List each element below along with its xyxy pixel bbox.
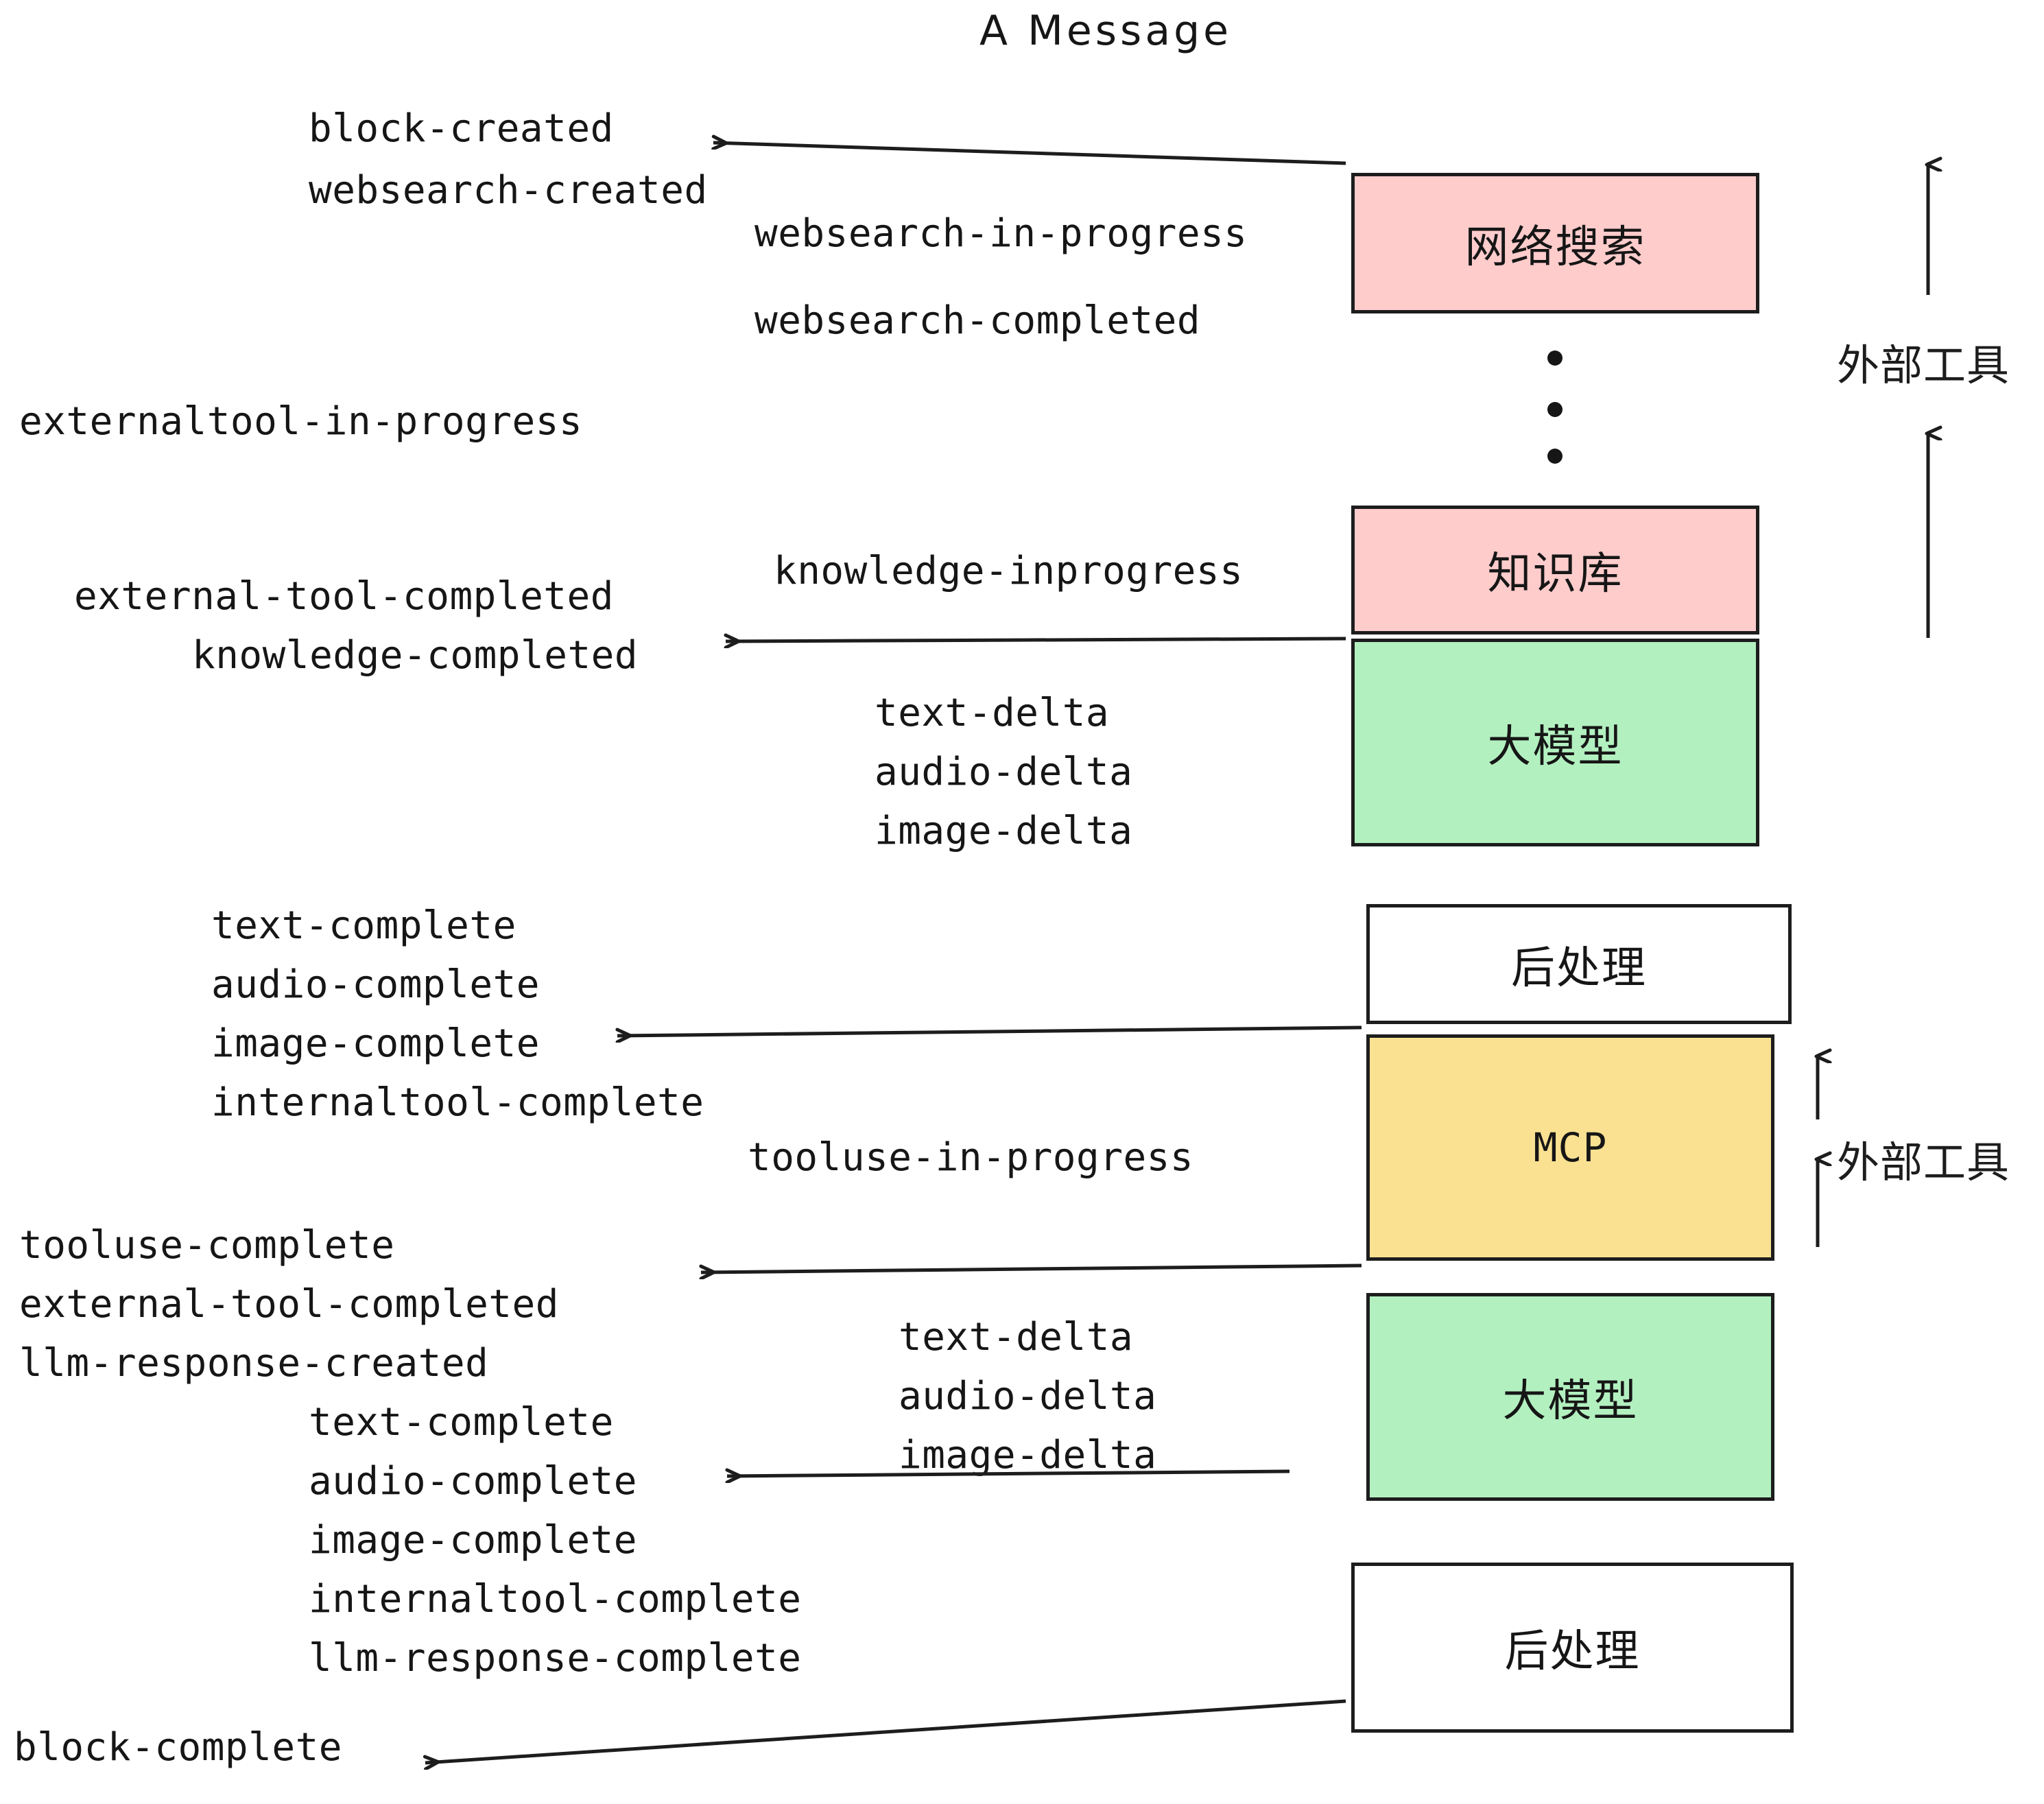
arrow-tooluse-complete: [701, 1263, 1362, 1272]
event-label-image-delta-1: image-delta: [875, 809, 1133, 853]
ellipsis-dot-2: [1547, 402, 1562, 417]
arrow-image-complete: [617, 1025, 1362, 1036]
event-label-internaltool-complete-2: internaltool-complete: [309, 1577, 802, 1622]
event-label-block-complete: block-complete: [14, 1725, 343, 1770]
event-label-external-tool-completed-2: external-tool-completed: [19, 1282, 559, 1327]
process-box-label: 大模型: [1487, 721, 1624, 772]
process-box-label: 网络搜索: [1464, 222, 1646, 273]
event-label-tooluse-complete: tooluse-complete: [19, 1223, 395, 1268]
event-label-websearch-in-progress: websearch-in-progress: [754, 211, 1248, 256]
side-annotation-external-tools-bottom: 外部工具: [1837, 1137, 2010, 1187]
event-label-internaltool-complete-1: internaltool-complete: [211, 1080, 704, 1125]
event-label-knowledge-completed: knowledge-completed: [192, 633, 639, 678]
event-label-image-complete-1: image-complete: [211, 1021, 540, 1066]
event-label-external-tool-completed-1: external-tool-completed: [74, 574, 614, 619]
page-title: A Message: [979, 7, 1233, 55]
process-box-label: 后处理: [1511, 942, 1647, 994]
side-annotation-external-tools-top: 外部工具: [1837, 340, 2010, 390]
event-label-image-delta-2: image-delta: [899, 1433, 1157, 1477]
event-label-text-complete-2: text-complete: [309, 1400, 614, 1445]
event-label-image-complete-2: image-complete: [309, 1518, 638, 1563]
arrow-knowledge-completed: [726, 639, 1346, 641]
event-label-block-created: block-created: [309, 106, 614, 151]
process-box-knowledge: 知识库: [1351, 506, 1759, 634]
ellipsis-dot-1: [1547, 351, 1562, 366]
event-label-text-delta-2: text-delta: [899, 1315, 1134, 1360]
event-label-text-complete-1: text-complete: [211, 903, 516, 948]
process-box-llm-1: 大模型: [1351, 639, 1759, 846]
event-label-audio-delta-2: audio-delta: [899, 1374, 1157, 1419]
event-label-text-delta-1: text-delta: [875, 691, 1110, 735]
event-label-llm-response-complete: llm-response-complete: [309, 1636, 802, 1681]
event-label-knowledge-inprogress: knowledge-inprogress: [774, 549, 1244, 593]
process-box-label: 知识库: [1487, 549, 1624, 600]
event-label-llm-response-created: llm-response-created: [19, 1341, 489, 1386]
event-label-websearch-created: websearch-created: [309, 168, 708, 213]
process-box-llm-2: 大模型: [1366, 1293, 1774, 1501]
event-label-audio-complete-2: audio-complete: [309, 1459, 638, 1504]
process-box-websearch: 网络搜索: [1351, 173, 1759, 313]
process-box-label: MCP: [1533, 1124, 1608, 1171]
event-label-websearch-completed: websearch-completed: [754, 298, 1201, 343]
arrow-websearch-created: [713, 143, 1346, 165]
event-label-audio-complete-1: audio-complete: [211, 962, 540, 1007]
arrow-block-complete: [425, 1699, 1346, 1763]
process-box-label: 后处理: [1504, 1626, 1641, 1677]
event-label-externaltool-in-progress: externaltool-in-progress: [19, 399, 583, 444]
event-label-audio-delta-1: audio-delta: [875, 750, 1133, 794]
process-box-postprocess-2: 后处理: [1351, 1563, 1794, 1733]
process-box-postprocess-1: 后处理: [1366, 904, 1792, 1024]
event-label-tooluse-in-progress: tooluse-in-progress: [748, 1135, 1194, 1180]
process-box-label: 大模型: [1502, 1375, 1639, 1427]
ellipsis-dot-3: [1547, 449, 1562, 464]
process-box-mcp: MCP: [1366, 1034, 1774, 1261]
